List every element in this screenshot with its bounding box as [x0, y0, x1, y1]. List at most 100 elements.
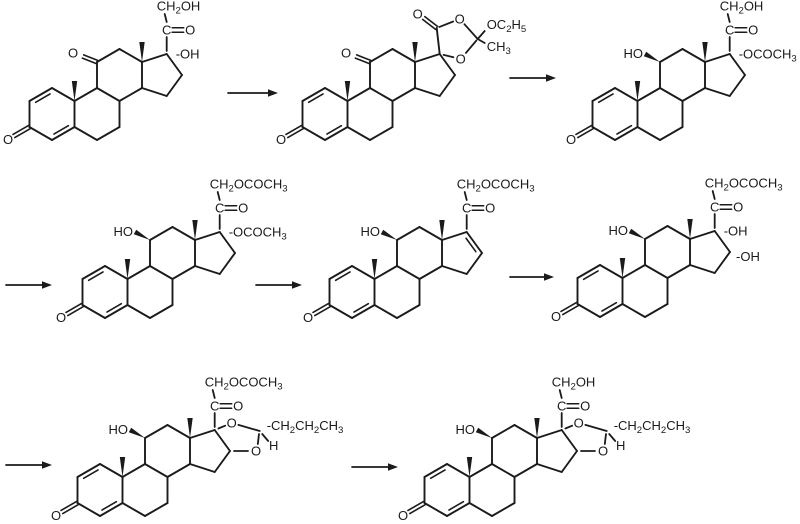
- reaction-arrow-6: [5, 461, 52, 469]
- c20-carbon-label: C: [462, 201, 471, 216]
- c20-ketone-oxygen-label: O: [185, 23, 195, 38]
- c19-methyl-wedge: [124, 259, 131, 279]
- arrowhead: [268, 89, 278, 97]
- c20-ketone-oxygen-label: O: [485, 201, 495, 216]
- c18-methyl-wedge: [412, 42, 418, 62]
- c20-ketone-oxygen-label: O: [748, 23, 758, 38]
- c18-methyl-wedge: [139, 42, 145, 62]
- orthoester-ring-oxygen-bottom-label: O: [456, 52, 466, 67]
- c11-ketone-oxygen-label: O: [341, 46, 351, 61]
- c19-methyl-wedge: [119, 457, 126, 477]
- c17-substituent-label: -OCOCH3: [739, 47, 797, 65]
- c3-ketone-oxygen-label: O: [51, 508, 61, 523]
- c18-methyl-wedge: [192, 220, 198, 240]
- arrowhead: [546, 74, 556, 82]
- arrowhead: [42, 281, 52, 289]
- c3-ketone-oxygen-label: O: [551, 309, 561, 324]
- c20-carbon-label: C: [710, 200, 719, 215]
- c17-substituent-label: -OH: [176, 47, 200, 62]
- c3-ketone-oxygen-label: O: [566, 132, 576, 147]
- c17-substituent-label: -OH: [724, 224, 748, 239]
- acetal-hydrogen-label: H: [269, 438, 278, 453]
- arrowhead: [544, 273, 554, 281]
- arrowhead: [388, 463, 398, 471]
- acetal-hydrogen-label: H: [616, 438, 625, 453]
- c20-carbon-label: C: [215, 201, 224, 216]
- acetal-ring-oxygen-bottom-label: O: [251, 444, 261, 459]
- acetal-ring-oxygen-top-label: O: [574, 416, 584, 431]
- c11-hydroxyl-wedge: [133, 229, 150, 240]
- acetal-alkyl-chain-label: -CH2CH2CH3: [614, 418, 691, 436]
- c3-ketone-oxygen-label: O: [303, 310, 313, 325]
- c3-ketone-oxygen-label: O: [3, 132, 13, 147]
- c11-hydroxyl-label: HO: [624, 46, 644, 61]
- c20-ketone-oxygen-label: O: [233, 399, 243, 414]
- c20-ketone-oxygen-label: O: [733, 200, 743, 215]
- c19-methyl-wedge: [371, 259, 378, 279]
- acetal-alkyl-chain-label: -CH2CH2CH3: [267, 418, 344, 436]
- c11-hydroxyl-wedge: [628, 228, 645, 239]
- c3-ketone-oxygen-label: O: [276, 132, 286, 147]
- c11-hydroxyl-label: HO: [609, 223, 629, 238]
- c11-hydroxyl-wedge: [643, 51, 660, 62]
- c3-ketone-oxygen-label: O: [56, 310, 66, 325]
- reaction-arrow-4: [255, 281, 302, 289]
- c11-hydroxyl-wedge: [475, 427, 492, 438]
- c17-substituent-label: -OCOCH3: [229, 225, 287, 243]
- acetal-ring-oxygen-top-label: O: [227, 416, 237, 431]
- arrowhead: [42, 461, 52, 469]
- c19-methyl-wedge: [466, 457, 473, 477]
- c19-methyl-wedge: [619, 258, 626, 278]
- orthoester-methyl-label: CH3: [487, 39, 511, 57]
- c21-group-label: CH2OH: [720, 0, 764, 17]
- acetal-ring-oxygen-bottom-label: O: [598, 444, 608, 459]
- reaction-arrow-5: [509, 273, 554, 281]
- reaction-arrow-7: [351, 463, 398, 471]
- arrowhead: [292, 281, 302, 289]
- c20-carbon-label: C: [162, 23, 171, 38]
- c19-methyl-wedge: [344, 81, 351, 101]
- c11-hydroxyl-wedge: [380, 229, 397, 240]
- c19-methyl-wedge: [634, 81, 641, 101]
- reaction-arrow-1: [227, 89, 278, 97]
- c20-carbon-label: C: [557, 399, 566, 414]
- c11-hydroxyl-wedge: [128, 427, 145, 438]
- c18-methyl-wedge: [534, 418, 540, 438]
- c21-group-label: CH2OCOCH3: [205, 375, 283, 393]
- c21-group-label: CH2OCOCH3: [705, 176, 783, 194]
- orthoester-ethoxy-label: OC2H5: [487, 17, 527, 35]
- reaction-arrow-2: [509, 74, 556, 82]
- c18-methyl-wedge: [702, 42, 708, 62]
- orthoester-ring-oxygen-top-label: O: [455, 12, 465, 27]
- c20-carbon-label: C: [210, 399, 219, 414]
- c19-methyl-wedge: [71, 81, 78, 101]
- c21-group-label: CH2OCOCH3: [210, 177, 288, 195]
- c18-methyl-wedge: [439, 220, 445, 240]
- c20-carbon-label: C: [725, 23, 734, 38]
- c18-methyl-wedge: [687, 219, 693, 239]
- c11-hydroxyl-label: HO: [114, 224, 134, 239]
- reaction-arrow-3: [5, 281, 52, 289]
- c21-group-label: CH2OH: [552, 375, 596, 393]
- c11-hydroxyl-label: HO: [456, 422, 476, 437]
- c20-ketone-oxygen-label: O: [580, 399, 590, 414]
- c16-substituent-label: -OH: [736, 249, 760, 264]
- c3-ketone-oxygen-label: O: [398, 508, 408, 523]
- c18-methyl-wedge: [187, 418, 193, 438]
- orthoester-carbonyl-oxygen-label: O: [413, 7, 423, 22]
- c11-hydroxyl-label: HO: [109, 422, 129, 437]
- c21-group-label: CH2OCOCH3: [457, 177, 535, 195]
- c21-group-label: CH2OH: [157, 0, 201, 17]
- c11-hydroxyl-label: HO: [361, 224, 381, 239]
- c20-ketone-oxygen-label: O: [238, 201, 248, 216]
